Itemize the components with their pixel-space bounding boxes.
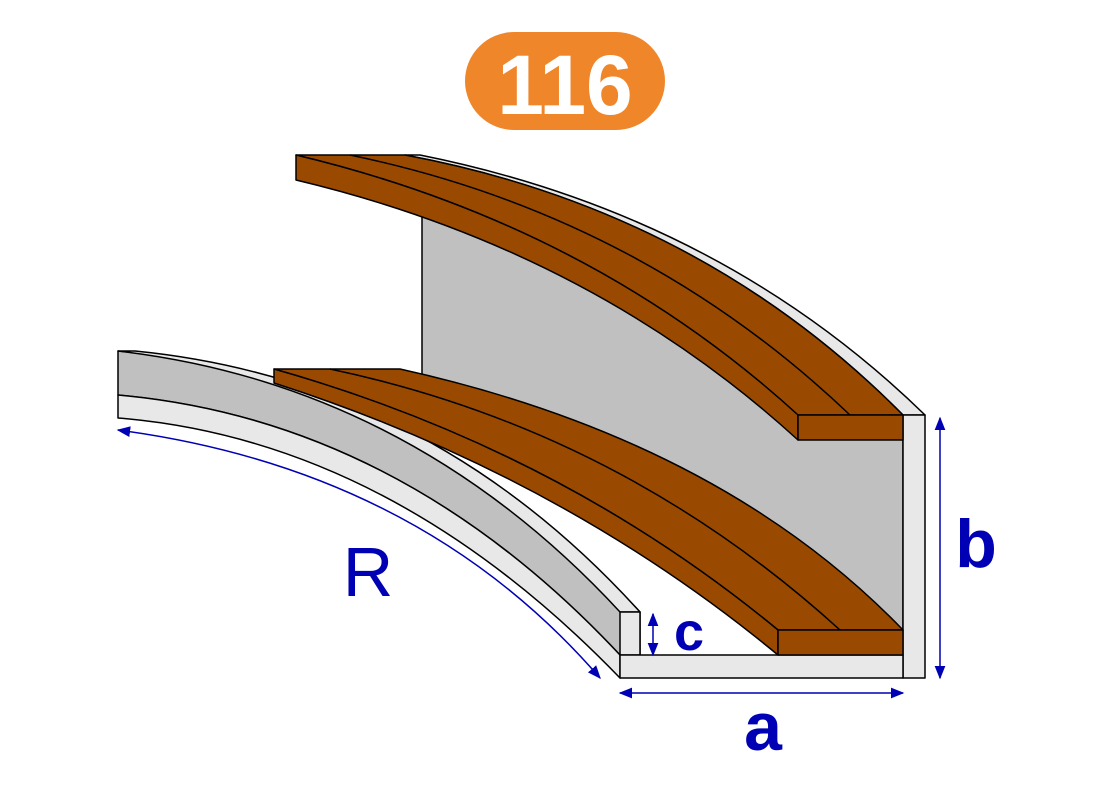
- profile-right-side: [902, 414, 926, 679]
- lower-wood-line: [329, 368, 841, 631]
- profile-number-badge: 116: [465, 32, 665, 132]
- radius-label: R: [343, 533, 394, 611]
- width-label: a: [744, 689, 783, 765]
- lip-label: c: [674, 602, 704, 662]
- lower-wood-end: [777, 629, 904, 656]
- upper-wood-line: [349, 154, 851, 416]
- profile-base: [619, 654, 904, 679]
- badge-number: 116: [497, 38, 633, 132]
- upper-wood-end: [797, 414, 904, 441]
- badge-background: [465, 32, 665, 130]
- radius-arrow: [116, 426, 601, 680]
- height-label: b: [955, 506, 997, 582]
- profile-lip: [619, 611, 641, 656]
